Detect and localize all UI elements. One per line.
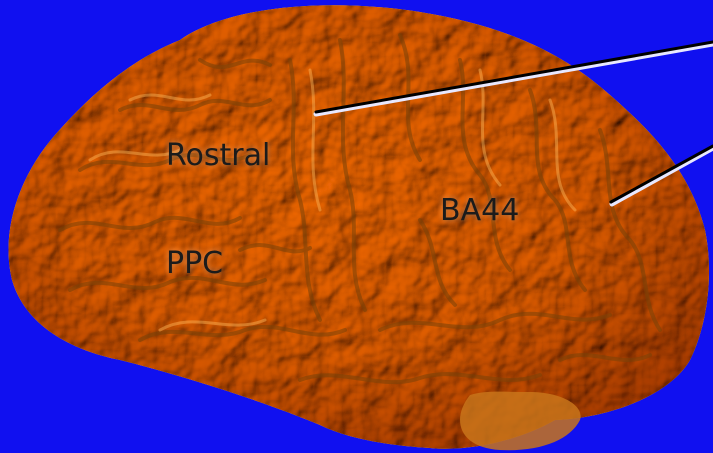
label-rostral-ppc-line2: PPC [166,246,270,282]
label-rostral-ppc-line1: Rostral [166,138,270,174]
label-ba44: BA44 [440,193,519,229]
label-rostral-ppc: Rostral PPC [166,66,270,354]
brain-lower-lobe [460,392,581,451]
